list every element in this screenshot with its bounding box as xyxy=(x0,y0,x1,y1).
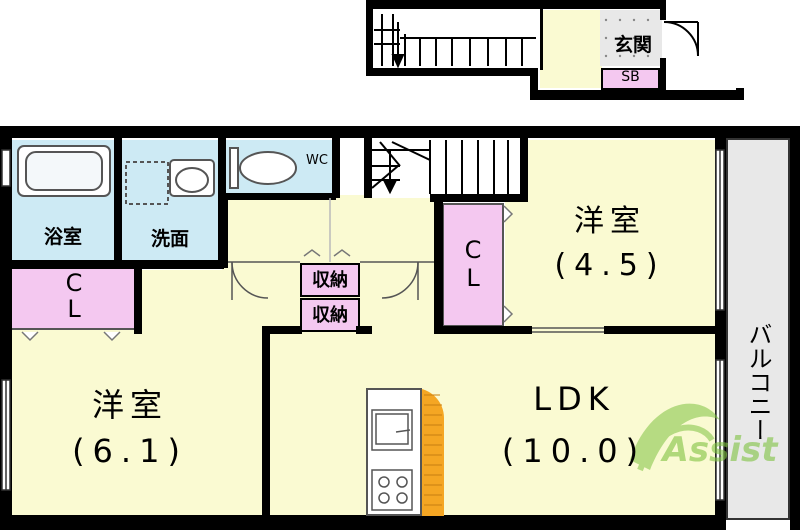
upper-wall-left xyxy=(366,0,373,76)
kitchen-stove xyxy=(371,469,413,511)
upper-wall-inner xyxy=(540,8,543,70)
wall-wc-bottom xyxy=(218,193,336,200)
western-room-small-floor xyxy=(505,140,715,330)
washroom-label: 洗面 xyxy=(150,228,189,250)
toilet xyxy=(229,147,297,189)
storage-1-label: 収納 xyxy=(312,270,348,291)
wall-ldk-top-left xyxy=(262,326,302,334)
upper-wall-mid xyxy=(366,68,538,76)
watermark-text: Assist xyxy=(662,430,778,470)
wall-closet-left-right xyxy=(134,264,142,334)
wall-stair-right xyxy=(520,136,528,200)
storage-2-label: 収納 xyxy=(312,305,348,326)
storage-1 xyxy=(300,263,360,297)
wc-label: WC xyxy=(306,153,328,168)
western-room-small-size: (4.5) xyxy=(554,248,666,283)
watermark-logo xyxy=(630,403,720,472)
wall-right xyxy=(715,126,726,530)
wall-top xyxy=(0,126,720,138)
upper-wall-right-low xyxy=(660,58,666,92)
closet-center xyxy=(442,203,504,327)
kitchen-sink xyxy=(371,409,413,451)
shoe-box-label: SB xyxy=(621,69,640,85)
balcony-top xyxy=(715,126,800,138)
windows xyxy=(1,149,725,501)
upper-wall-bottom xyxy=(530,90,744,100)
wall-ldk-left xyxy=(262,326,270,521)
washbasin xyxy=(125,159,215,205)
wall-wc-right xyxy=(332,136,340,198)
bathtub xyxy=(17,145,111,197)
storage-2 xyxy=(300,298,360,332)
closet-left xyxy=(12,268,136,330)
upper-wall-step xyxy=(530,68,538,100)
sliding-door xyxy=(532,327,604,333)
ldk-floor xyxy=(266,330,718,515)
entrance-area xyxy=(600,10,662,66)
western-room-large-size: (6.1) xyxy=(72,432,188,470)
upper-wall-ext xyxy=(736,88,744,100)
wall-stair-left xyxy=(364,136,372,198)
wall-small-room-bottom-r xyxy=(604,326,720,334)
western-room-small-name: 洋室 xyxy=(574,204,646,239)
upper-wall-top xyxy=(366,0,666,9)
closet-door-marks xyxy=(21,205,514,342)
bath-label: 浴室 xyxy=(43,226,82,248)
wall-hall-left xyxy=(222,196,228,268)
kitchen-counter-stripes xyxy=(424,394,442,506)
upper-stairs xyxy=(374,14,536,69)
wall-bath-bottom xyxy=(0,260,224,269)
wall-closet-center-left xyxy=(434,196,443,332)
door-swings xyxy=(228,198,434,300)
upper-floor-fill xyxy=(540,10,602,88)
wall-small-room-bottom xyxy=(434,326,532,334)
entrance-door xyxy=(663,21,699,57)
western-room-large-name: 洋室 xyxy=(91,386,168,424)
wall-ldk-top-mid xyxy=(356,326,372,334)
ldk-name: LDK xyxy=(533,380,615,418)
shoe-box xyxy=(601,68,660,90)
entrance-tiles xyxy=(604,18,650,58)
wall-stair-bottom xyxy=(430,194,528,202)
closet-left-label: C L xyxy=(65,269,83,323)
balcony-right xyxy=(790,126,800,530)
ldk-size: (10.0) xyxy=(501,432,647,470)
wall-bottom xyxy=(0,515,726,530)
closet-center-label: C L xyxy=(464,236,482,292)
entrance-label: 玄関 xyxy=(613,34,652,56)
balcony-label: バルコニー xyxy=(744,322,772,442)
upper-wall-right xyxy=(660,0,666,20)
balcony-area xyxy=(726,138,790,520)
wall-bath-wash xyxy=(114,136,122,266)
main-stairs xyxy=(371,140,509,195)
